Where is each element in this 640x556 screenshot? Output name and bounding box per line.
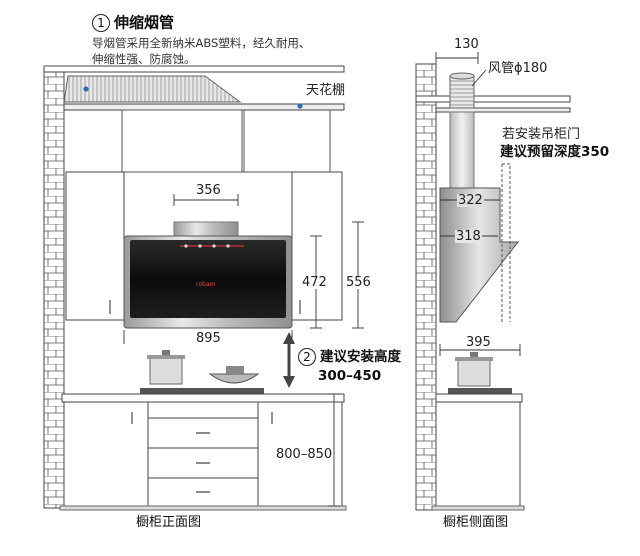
dim-counter-height-label: 800–850 [276,447,333,462]
dim-hood-height-label: 472 [302,275,327,290]
dim-side-inner-depth-label: 318 [455,229,482,244]
dim-hood-total-label: 556 [346,275,371,290]
stockpot [147,350,185,385]
dim-counter-height [328,393,340,507]
dim-side-hood-depth-label: 395 [466,335,491,350]
duct-description-line2: 伸缩性强、防腐蚀。 [92,52,196,66]
side-lower-cabinet [435,401,521,507]
lower-cabinet-left [63,401,149,507]
duct-title-text: 伸缩烟管 [114,13,175,32]
upper-cabinet-left [65,171,125,321]
countertop [61,393,345,403]
install-height-number-badge: 2 [298,348,316,366]
dim-hood-total [352,221,364,329]
side-view-caption: 橱柜侧面图 [443,515,509,530]
install-height-value: 300–450 [318,368,382,384]
duct-leader-line [471,69,487,87]
wall-cabinet-outline [501,163,511,322]
duct-description-line1: 导烟管采用全新纳米ABS塑料，经久耐用、 [92,36,311,50]
side-chimney [449,111,475,189]
hood-brand-logo: robam [196,281,216,288]
side-brick-wall [415,63,437,511]
upper-cabinet-right [291,171,343,321]
wok [208,366,260,384]
install-height-title-text: 建议安装高度 [320,349,401,365]
dim-hood-top-label: 356 [196,183,221,198]
install-height-arrow [283,332,295,388]
hood-top-cap [173,221,239,237]
side-top-width-label: 130 [454,37,479,52]
side-cooktop [448,388,512,394]
front-brick-wall [43,67,65,509]
dim-side-top-depth-label: 322 [457,193,484,208]
dim-side-top [435,52,479,64]
side-false-ceiling [435,107,571,113]
front-view-caption: 橱柜正面图 [136,515,202,530]
dim-hood-top [173,194,239,206]
side-countertop [435,393,523,403]
flexible-duct [63,75,242,103]
chimney-cover [121,109,245,173]
side-ceiling-slab [415,95,571,103]
ceiling-bulkhead [241,110,331,173]
dim-side-hood-depth [439,344,521,356]
side-duct-label: 风管ϕ180 [488,61,548,76]
duct-marker-dot [83,86,89,92]
ceiling-slab [43,65,345,73]
cabinet-door-note-line2: 建议预留深度350 [500,144,610,160]
duct-number-badge: 1 [92,14,110,32]
cabinet-door-note-line1: 若安装吊柜门 [502,127,581,142]
ceiling-label: 天花棚 [306,83,346,98]
side-stockpot [455,352,493,387]
ceiling-marker-dot [297,103,303,109]
range-hood-glass [130,240,286,318]
dim-hood-width-label: 895 [196,331,221,346]
side-duct-pipe [449,75,475,109]
side-hood-body [439,187,520,323]
cooktop [140,388,264,394]
